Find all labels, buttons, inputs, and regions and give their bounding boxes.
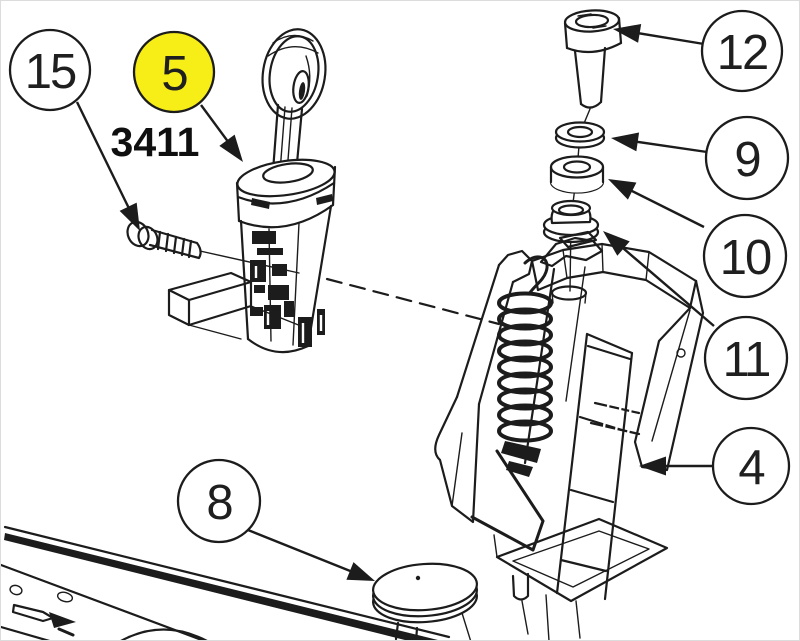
callout-circle-11 xyxy=(703,315,789,401)
panel-edge xyxy=(1,525,451,640)
callout-number-5: 5 xyxy=(161,47,187,101)
callout-circle-15 xyxy=(8,28,92,112)
connector-part xyxy=(167,271,302,340)
pad-part xyxy=(372,562,478,624)
callout-circle-9 xyxy=(704,115,790,201)
leader-line-10 xyxy=(625,186,705,229)
arrowhead-15 xyxy=(119,202,140,231)
arrowhead-8 xyxy=(346,562,375,581)
callout-number-8: 8 xyxy=(206,476,232,530)
panel-hole xyxy=(9,584,23,596)
callout-number-9: 9 xyxy=(734,133,759,187)
lock-cylinder-part xyxy=(167,158,337,354)
spring-part xyxy=(497,255,553,477)
callouts-layer: 15 5 12 9 10 11 4 8 xyxy=(8,9,791,581)
leader-line-9 xyxy=(630,139,708,154)
part-number-label: 3411 xyxy=(111,119,200,165)
leader-line-12 xyxy=(632,31,705,46)
callout-circle-12 xyxy=(700,9,784,93)
panel-slot xyxy=(11,603,55,623)
panel-arrow-mark xyxy=(49,612,76,628)
arrowhead-12 xyxy=(613,24,642,43)
arrowhead-5 xyxy=(219,134,243,162)
leader-line-11 xyxy=(617,243,715,327)
leader-line-15 xyxy=(75,101,133,214)
bracket-label-marks xyxy=(589,400,641,441)
leader-line-5 xyxy=(200,104,233,147)
cylinder-label-marks xyxy=(250,231,325,347)
callout-circle-8 xyxy=(176,458,262,544)
callout-number-11: 11 xyxy=(723,333,770,387)
arrowhead-10 xyxy=(608,179,637,200)
leader-line-8 xyxy=(247,528,357,575)
panel-hole xyxy=(56,591,74,603)
washer-9-part xyxy=(554,121,606,149)
arrowhead-11 xyxy=(603,231,630,256)
key-part xyxy=(261,28,327,176)
arrowhead-4 xyxy=(639,456,666,476)
callout-number-4: 4 xyxy=(738,441,764,495)
washer-10-part xyxy=(549,155,605,194)
callout-number-12: 12 xyxy=(717,26,768,80)
grommet-part xyxy=(542,199,600,244)
dashed-alignment-line xyxy=(325,277,501,326)
callout-circle-4 xyxy=(711,426,791,506)
callout-number-10: 10 xyxy=(720,231,771,285)
arrowhead-9 xyxy=(611,132,640,152)
callout-circle-5 xyxy=(132,30,216,114)
callout-circle-10 xyxy=(702,213,788,299)
callout-number-15: 15 xyxy=(25,45,76,99)
